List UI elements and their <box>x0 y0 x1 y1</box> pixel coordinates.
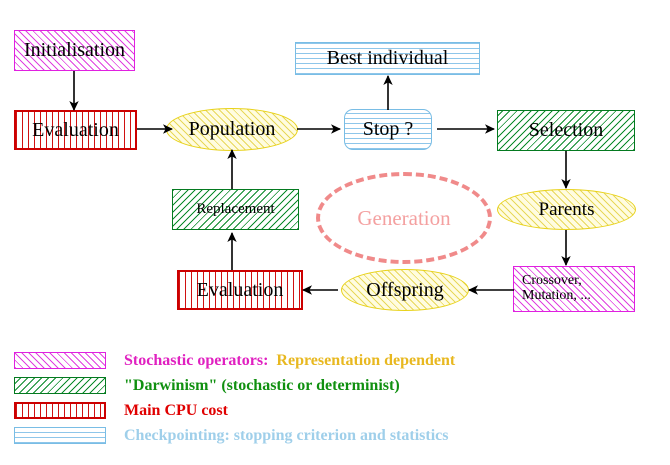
legend-row-checkpointing: Checkpointing: stopping criterion and st… <box>14 423 654 448</box>
legend-row-darwinism: "Darwinism" (stochastic or determinist) <box>14 373 654 398</box>
node-replacement-label: Replacement <box>196 200 275 217</box>
legend-label-representation-dependent: Representation dependent <box>276 351 456 369</box>
node-operators-label: Crossover, Mutation, ... <box>522 273 591 303</box>
legend-label-stochastic-operators: Stochastic operators: <box>124 351 277 369</box>
node-initialisation[interactable]: Initialisation <box>14 30 135 71</box>
legend-swatch-magenta-diagonal <box>14 352 106 369</box>
node-stop-label: Stop ? <box>362 118 414 140</box>
node-evaluation-top-label: Evaluation <box>32 118 119 141</box>
legend-swatch-green-diagonal <box>14 377 106 394</box>
node-initialisation-label: Initialisation <box>23 39 126 61</box>
node-stop[interactable]: Stop ? <box>344 109 432 150</box>
node-evaluation-bottom[interactable]: Evaluation <box>177 270 303 310</box>
legend-swatch-blue-horizontal <box>14 427 106 444</box>
node-best-individual-label: Best individual <box>326 47 449 69</box>
node-offspring-label: Offspring <box>366 278 444 301</box>
legend-row-stochastic-operators: Stochastic operators: Representation dep… <box>14 348 654 373</box>
node-operators[interactable]: Crossover, Mutation, ... <box>513 266 635 312</box>
node-population[interactable]: Population <box>166 108 298 151</box>
legend: Stochastic operators: Representation dep… <box>14 348 654 448</box>
annotation-generation: Generation <box>316 172 492 264</box>
legend-label-darwinism: "Darwinism" (stochastic or determinist) <box>124 376 400 394</box>
legend-row-main-cpu-cost: Main CPU cost <box>14 398 654 423</box>
legend-label-checkpointing: Checkpointing: stopping criterion and st… <box>124 426 449 444</box>
node-parents-label: Parents <box>538 198 595 220</box>
node-best-individual[interactable]: Best individual <box>295 42 480 75</box>
annotation-generation-label: Generation <box>357 205 451 230</box>
node-evaluation-top[interactable]: Evaluation <box>14 110 137 150</box>
node-evaluation-bottom-label: Evaluation <box>196 278 284 301</box>
node-selection-label: Selection <box>528 119 604 141</box>
legend-label-main-cpu-cost: Main CPU cost <box>124 401 228 419</box>
node-parents[interactable]: Parents <box>497 189 636 230</box>
node-selection[interactable]: Selection <box>497 110 635 151</box>
node-replacement[interactable]: Replacement <box>172 189 299 230</box>
legend-swatch-red-vertical <box>14 402 106 419</box>
node-offspring[interactable]: Offspring <box>341 269 469 311</box>
node-population-label: Population <box>188 118 276 140</box>
